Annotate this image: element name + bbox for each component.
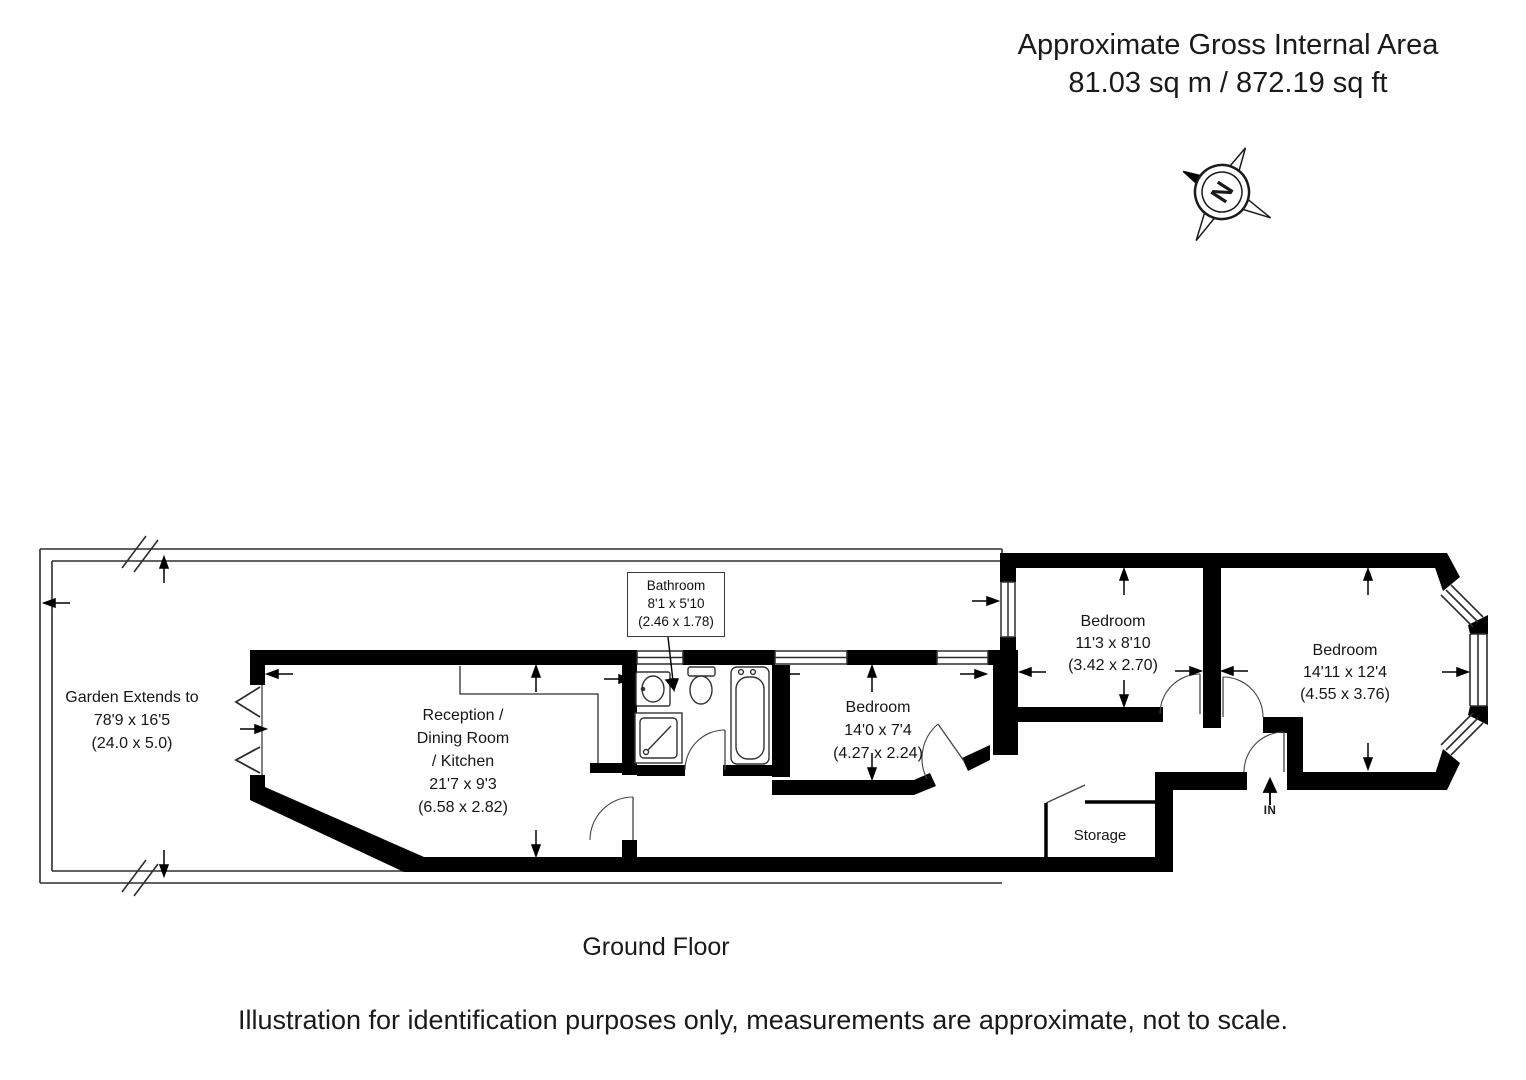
storage-walls (1044, 800, 1155, 858)
entrance-arrow-icon (1262, 776, 1278, 805)
storage-door (1045, 784, 1086, 804)
area-title-line2: 81.03 sq m / 872.19 sq ft (1068, 67, 1388, 99)
bathroom-door (684, 729, 726, 771)
bedroom3-door (1222, 676, 1264, 718)
sink (635, 671, 671, 707)
bay-wedge-upper (1468, 615, 1488, 634)
boundary-break-marks (121, 535, 159, 897)
bedroom2-room-label: Bedroom 11'3 x 8'10 (3.42 x 2.70) (1068, 613, 1158, 674)
bathroom-fixtures (634, 666, 770, 765)
reception-door (589, 796, 634, 841)
kitchen-divider-line (459, 666, 599, 763)
bedroom1-room-label: Bedroom 14'0 x 7'4 (4.27 x 2.24) (833, 699, 923, 762)
shower (634, 712, 683, 764)
doors (589, 673, 1285, 841)
bedroom2-door (1159, 673, 1201, 715)
bedroom1-window-right (936, 650, 989, 665)
bedroom1-window-left (774, 650, 848, 665)
compass-icon: N (1182, 147, 1272, 242)
floor-title: Ground Floor (582, 933, 730, 961)
bay-corner-top (1430, 553, 1460, 591)
bay-corner-bottom (1430, 749, 1460, 790)
toilet (687, 666, 716, 705)
bedroom1-door (921, 723, 965, 780)
reception-room-label: Reception / Dining Room / Kitchen 21'7 x… (416, 707, 510, 816)
garden-room-label: Garden Extends to 78'9 x 16'5 (24.0 x 5.… (65, 689, 199, 752)
bathroom-room-label: Bathroom 8'1 x 5'10 (2.46 x 1.78) (627, 572, 725, 637)
windows (636, 581, 1016, 665)
entrance-door (1243, 731, 1285, 773)
bedroom3-room-label: Bedroom 14'11 x 12'4 (4.55 x 3.76) (1300, 642, 1390, 703)
bathtub (730, 666, 770, 765)
area-title: Approximate Gross Internal Area 81.03 sq… (958, 26, 1498, 102)
garden-boundary (39, 535, 1003, 897)
storage-room-label: Storage (1073, 827, 1127, 844)
bay-window (1430, 553, 1488, 790)
bedroom2-window (1000, 581, 1016, 638)
area-title-line1: Approximate Gross Internal Area (1017, 29, 1439, 61)
bay-wedge-lower (1468, 706, 1488, 725)
bathroom-window (636, 650, 684, 665)
entrance-label: IN (1263, 805, 1277, 817)
bathroom-label-pointer (664, 636, 679, 693)
disclaimer-text: Illustration for identification purposes… (237, 1005, 1289, 1035)
dimension-arrows (41, 554, 1471, 879)
building-walls (250, 553, 1447, 872)
